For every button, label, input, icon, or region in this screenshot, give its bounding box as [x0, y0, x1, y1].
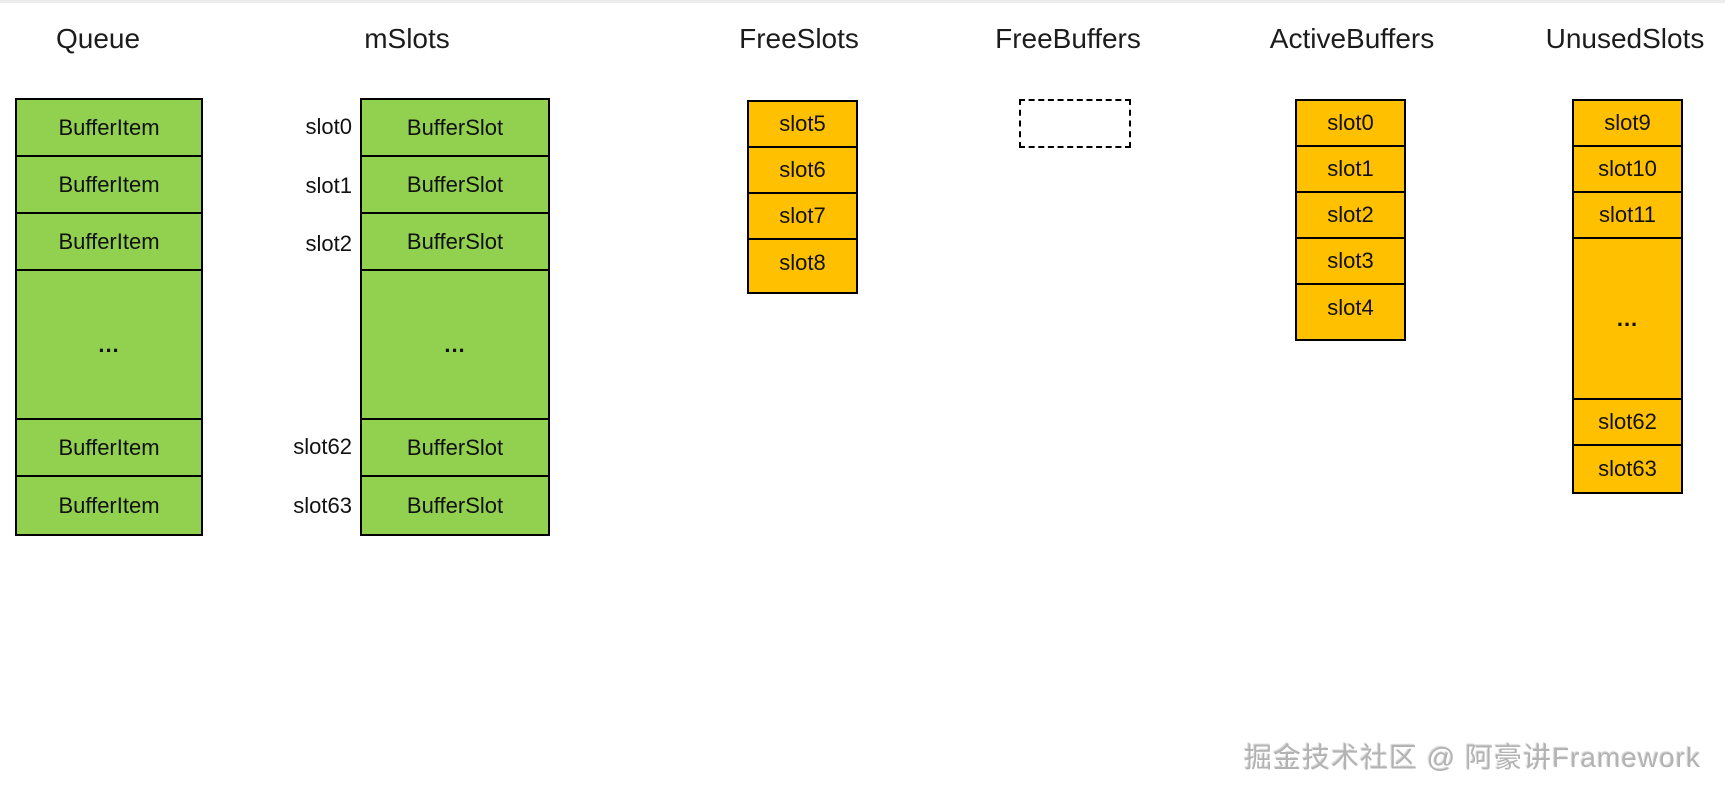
freeslots-stack: slot5 slot6 slot7 slot8	[747, 100, 858, 294]
queue-cell: BufferItem	[58, 492, 160, 518]
mslots-ellipsis-cell: ...	[362, 271, 548, 420]
unusedslots-cell: slot10	[1574, 147, 1681, 193]
mslots-row-label: slot0	[305, 114, 352, 139]
freebuffers-empty-box	[1019, 99, 1131, 148]
mslots-cell: BufferSlot	[362, 157, 548, 214]
queue-stack: BufferItem BufferItem BufferItem ... Buf…	[15, 98, 203, 536]
unusedslots-ellipsis-cell: ...	[1574, 239, 1681, 400]
activebuffers-cell: slot2	[1297, 193, 1404, 239]
mslots-cell: BufferSlot	[362, 420, 548, 477]
unusedslots-cell: slot62	[1574, 400, 1681, 446]
mslots-stack: BufferSlot BufferSlot BufferSlot ... Buf…	[360, 98, 550, 536]
mslots-row-label: slot63	[293, 493, 352, 518]
mslots-title: mSlots	[364, 23, 450, 54]
unusedslots-cell: slot9	[1574, 101, 1681, 147]
activebuffers-cell: slot3	[1297, 239, 1404, 285]
freeslots-cell: slot5	[749, 102, 856, 148]
mslots-row-label: slot62	[293, 434, 352, 459]
freeslots-title: FreeSlots	[739, 23, 859, 54]
activebuffers-title: ActiveBuffers	[1269, 23, 1435, 54]
mslots-row-label: slot2	[305, 231, 352, 256]
mslots-cell: BufferSlot	[406, 492, 504, 518]
mslots-cell: BufferSlot	[362, 214, 548, 271]
unusedslots-cell: slot63	[1598, 456, 1657, 481]
queue-cell: BufferItem	[17, 420, 201, 477]
queue-cell: BufferItem	[17, 100, 201, 157]
queue-ellipsis-cell: ...	[17, 271, 201, 420]
freeslots-cell: slot6	[749, 148, 856, 194]
unusedslots-stack: slot9 slot10 slot11 ... slot62 slot63	[1572, 99, 1683, 494]
activebuffers-cell: slot4	[1327, 295, 1374, 320]
mslots-cell: BufferSlot	[362, 100, 548, 157]
unusedslots-cell: slot11	[1574, 193, 1681, 239]
freeslots-cell: slot7	[749, 194, 856, 240]
activebuffers-stack: slot0 slot1 slot2 slot3 slot4	[1295, 99, 1406, 341]
queue-title: Queue	[55, 23, 141, 54]
activebuffers-cell: slot1	[1297, 147, 1404, 193]
queue-cell: BufferItem	[17, 157, 201, 214]
watermark-text: 掘金技术社区 @ 阿豪讲Framework	[1244, 742, 1701, 773]
top-edge-strip	[0, 0, 1725, 3]
unusedslots-title: UnusedSlots	[1545, 23, 1705, 54]
activebuffers-cell: slot0	[1297, 101, 1404, 147]
queue-cell: BufferItem	[17, 214, 201, 271]
freebuffers-title: FreeBuffers	[995, 23, 1141, 54]
freeslots-cell: slot8	[779, 250, 826, 275]
mslots-row-label: slot1	[305, 173, 352, 198]
